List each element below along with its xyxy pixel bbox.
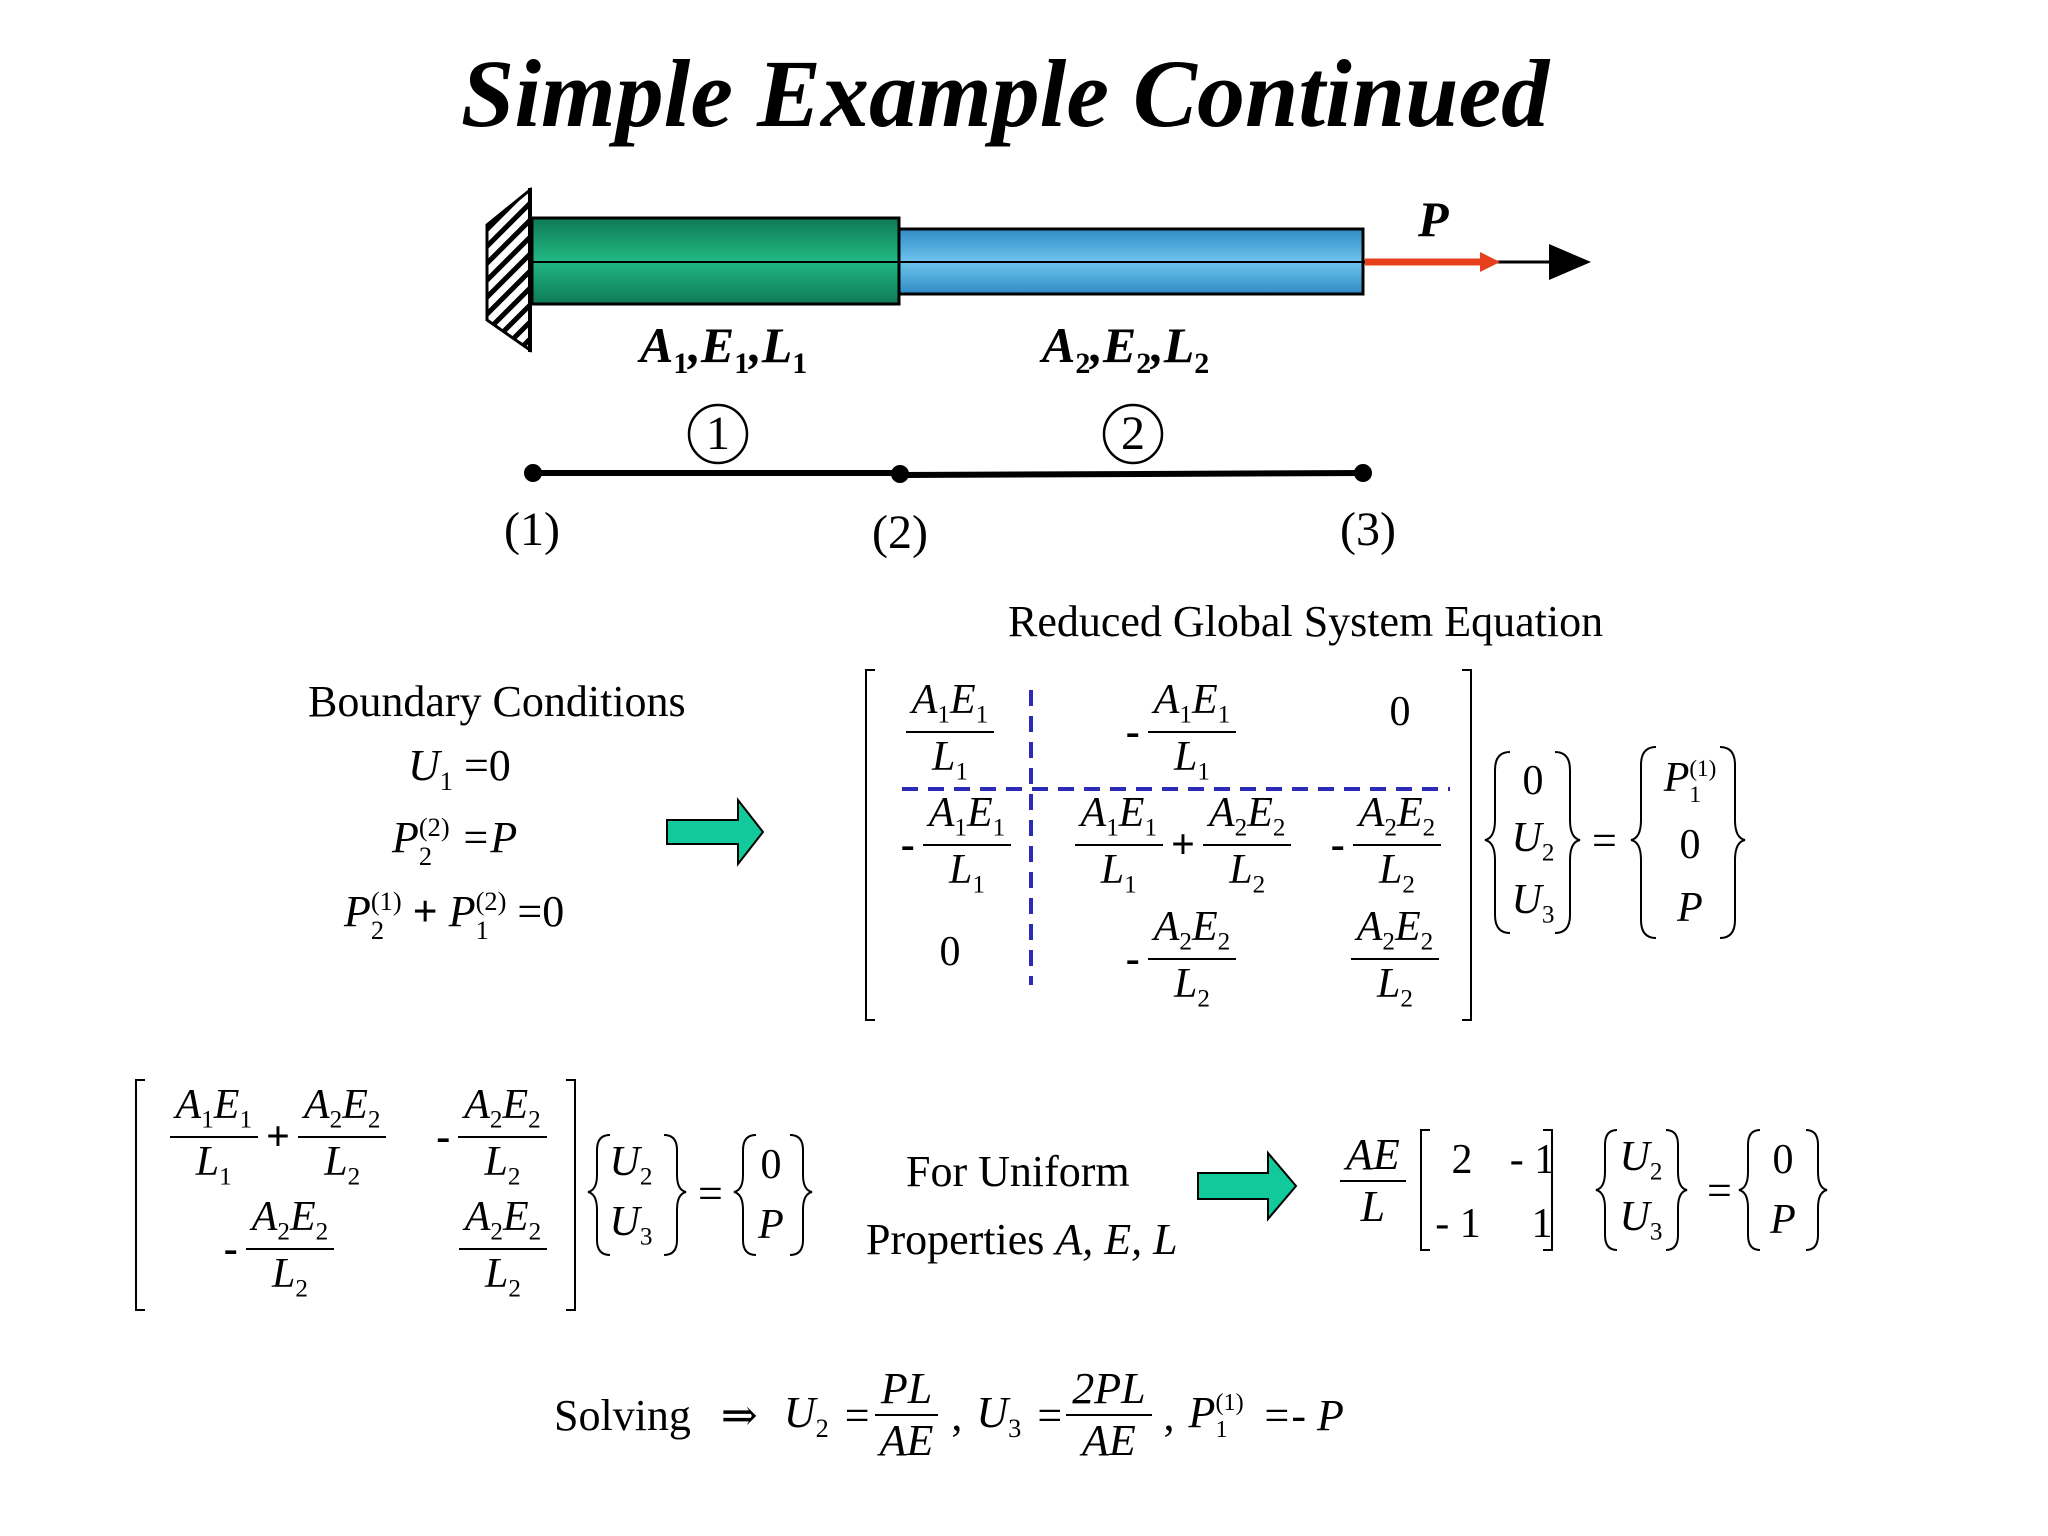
force-vector: P(1)1 0 P [1663,755,1717,931]
matrix-bracket-right [1462,669,1472,1021]
matrix-bracket-left [865,669,875,1021]
page-title: Simple Example Continued [460,40,1550,147]
node-3 [1354,464,1372,482]
uniform-cell-21: - 1 [1435,1201,1481,1247]
reduced-system-heading: Reduced Global System Equation [1008,597,1604,646]
displacement-vector: 0 U2 U3 [1511,757,1555,929]
equals-sign-3: = [1707,1166,1732,1215]
element-number-1: 1 [706,407,730,460]
uniform-line-1: For Uniform [906,1147,1130,1196]
element-number-2: 2 [1121,407,1145,460]
node-label-1: (1) [504,503,560,556]
load-label: P [1418,191,1449,247]
bc-heading: Boundary Conditions [308,677,686,726]
force-vector-2: 0 P [758,1142,784,1248]
node-label-2: (2) [872,506,928,559]
bc-equation-2: P(2)2 =P [392,811,518,871]
node-2 [891,465,909,483]
bc-equation-1: U1 =0 [408,741,511,796]
matrix-cell-31: 0 [939,929,961,975]
node-label-3: (3) [1340,503,1396,556]
fixed-support [485,186,532,353]
implies-arrow-2 [1197,1150,1298,1222]
force-vector-3: 0 P [1770,1137,1796,1243]
uniform-cell-12: - 1 [1509,1137,1556,1183]
uniform-cell-22: 1 [1531,1201,1553,1247]
element-circle-1 [687,403,749,465]
displacement-vector-2: U2 U3 [609,1139,653,1251]
equals-sign-2: = [698,1169,723,1218]
matrix-cell-13: 0 [1389,689,1411,735]
uniform-cell-11: 2 [1451,1137,1473,1183]
bar1-properties-label: A1,E1,L1 [640,317,808,380]
implies-arrow-1 [666,797,765,867]
bar2-properties-label: A2,E2,L2 [1042,317,1210,380]
uniform-line-2: Properties A, E, L [866,1215,1178,1264]
element-circle-2 [1102,403,1164,465]
node-1 [524,464,542,482]
bc-equation-3: P(1)2 + P(2)1 =0 [344,885,565,945]
equals-sign-1: = [1592,816,1617,865]
displacement-vector-3: U2 U3 [1619,1134,1663,1246]
